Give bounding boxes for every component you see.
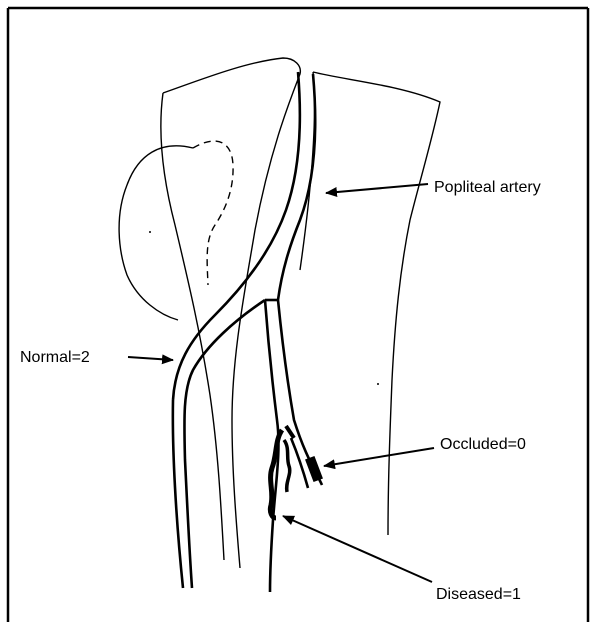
diseased-label: Diseased=1: [436, 586, 521, 603]
normal-vessel: [173, 300, 265, 588]
popliteal-arrow: [326, 184, 428, 193]
speck-mark: [149, 231, 151, 233]
frame-border: [8, 8, 588, 622]
popliteal-artery-label: Popliteal artery: [434, 179, 541, 196]
speck-mark: [377, 383, 379, 385]
hidden-bone-edge: [193, 141, 233, 285]
occluded-arrow: [324, 448, 434, 466]
normal-arrow: [128, 357, 173, 360]
occluded-label: Occluded=0: [440, 436, 526, 453]
popliteal-artery: [173, 72, 315, 400]
normal-label: Normal=2: [20, 349, 90, 366]
diseased-arrow: [283, 516, 432, 582]
condyle-outline: [119, 146, 193, 320]
occluded-segment: [306, 457, 322, 481]
right-bone-outline: [300, 72, 440, 535]
right-branch-vessel: [265, 300, 322, 592]
